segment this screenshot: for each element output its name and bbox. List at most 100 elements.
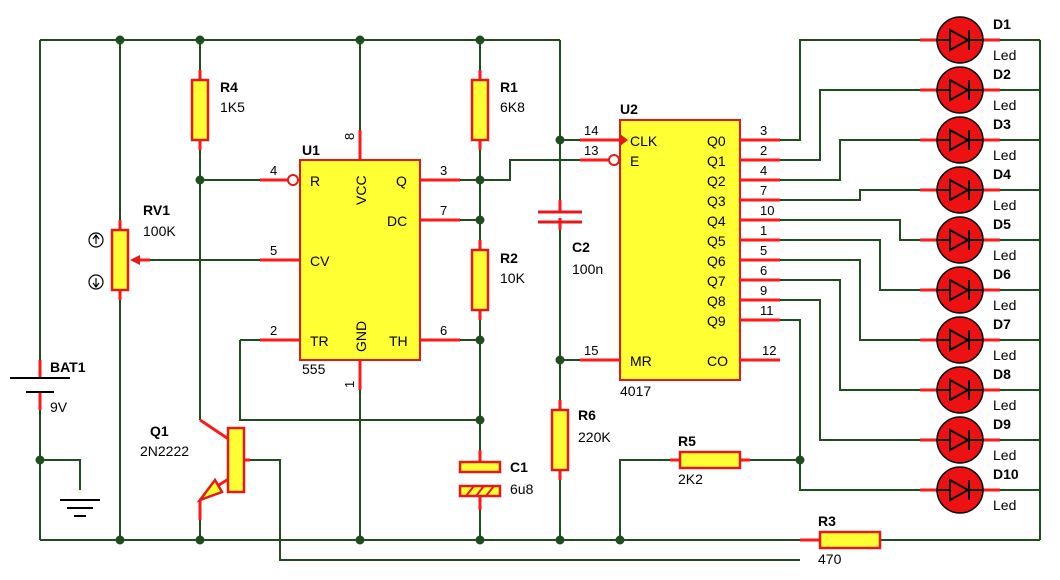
led-body (936, 166, 984, 214)
u2-pin-q5: Q5 (707, 233, 726, 249)
r4-ref: R4 (220, 79, 238, 95)
transistor-q1: Q1 2N2222 (140, 418, 250, 520)
u2-pinnum-q2: 4 (760, 163, 767, 178)
u2-pin-clk: CLK (630, 133, 658, 149)
u2-pin-mr: MR (630, 353, 652, 369)
led-body (936, 366, 984, 414)
led-body (936, 116, 984, 164)
led-value: Led (993, 147, 1016, 163)
u2-pin-e: E (630, 153, 639, 169)
led-ref: D9 (993, 416, 1011, 432)
u2-pinnum-q1: 2 (760, 143, 767, 158)
u2-pinnum-q9: 11 (760, 303, 774, 318)
led-body (936, 466, 984, 514)
rv1-value: 100K (143, 223, 176, 239)
u2-pinnum-q5: 1 (760, 223, 767, 238)
u2-output-leads (740, 138, 780, 322)
u1-pin-q: Q (396, 173, 407, 189)
q1-ref: Q1 (150, 423, 169, 439)
resistor-r3: R3 470 (800, 513, 882, 567)
junctions (35, 35, 805, 545)
led-ref: D8 (993, 366, 1011, 382)
u2-pinnum-q4: 10 (760, 203, 774, 218)
led-ref: D1 (993, 16, 1011, 32)
c1-ref: C1 (510, 459, 528, 475)
r2-value: 10K (500, 270, 526, 286)
u2-pinnum-q6: 5 (760, 243, 767, 258)
resistor-r5: R5 2K2 (670, 433, 750, 487)
u2-pin-co: CO (707, 353, 728, 369)
r6-ref: R6 (578, 407, 596, 423)
ground-icon (60, 499, 100, 517)
u2-pin-q0: Q0 (707, 133, 726, 149)
r4-value: 1K5 (220, 99, 245, 115)
u2-pinnum-q0: 3 (760, 123, 767, 138)
led-array: D1LedD2LedD3LedD4LedD5LedD6LedD7LedD8Led… (920, 16, 1019, 514)
led-body (936, 316, 984, 364)
r5-ref: R5 (678, 433, 696, 449)
led-value: Led (993, 347, 1016, 363)
led-ref: D3 (993, 116, 1011, 132)
resistor-r6: R6 220K (550, 400, 611, 480)
capacitor-c2: C2 100n (538, 200, 603, 277)
u2-pin-q9: Q9 (707, 313, 726, 329)
u1-pinnum-tr: 2 (270, 323, 277, 338)
u2-pin-q4: Q4 (707, 213, 726, 229)
u1-pin-th: TH (389, 333, 408, 349)
u1-pin-tr: TR (310, 333, 329, 349)
led-ref: D5 (993, 216, 1011, 232)
u1-pin-cv: CV (310, 253, 330, 269)
u2-pin-q6: Q6 (707, 253, 726, 269)
u1-pinnum-q: 3 (440, 163, 447, 178)
led-value: Led (993, 497, 1016, 513)
r2-ref: R2 (500, 250, 518, 266)
r5-value: 2K2 (678, 471, 703, 487)
u1-pin-dc: DC (387, 213, 407, 229)
u1-pin-gnd: GND (353, 321, 369, 352)
bat1-ref: BAT1 (50, 359, 86, 375)
r3-value: 470 (818, 551, 842, 567)
u1-pinnum-vcc: 8 (342, 133, 357, 140)
u1-pinnum-cv: 5 (270, 243, 277, 258)
r6-value: 220K (578, 429, 611, 445)
ic-u2-4017: U2 4017 CLK E MR 14 13 15 Q03Q12Q24Q37Q4… (580, 101, 780, 399)
u2-pin-q2: Q2 (707, 173, 726, 189)
u2-pinnum-mr: 15 (584, 343, 598, 358)
led-ref: D7 (993, 316, 1011, 332)
led-ref: D2 (993, 66, 1011, 82)
r1-ref: R1 (500, 79, 518, 95)
ic-u1-555: U1 555 R CV TR Q DC TH VCC GND 4 5 2 3 7… (260, 130, 460, 390)
led-ref: D10 (993, 466, 1019, 482)
u2-type: 4017 (620, 383, 651, 399)
u1-pin-vcc: VCC (353, 175, 369, 205)
c2-value: 100n (572, 261, 603, 277)
q1-value: 2N2222 (140, 443, 189, 459)
u2-pin-q3: Q3 (707, 193, 726, 209)
u1-type: 555 (302, 361, 326, 377)
u1-pin-r: R (310, 173, 320, 189)
wires (39, 39, 1041, 561)
led-ref: D6 (993, 266, 1011, 282)
resistor-r4: R4 1K5 (190, 70, 245, 150)
led-body (936, 266, 984, 314)
u1-pinnum-r: 4 (270, 163, 277, 178)
led-value: Led (993, 47, 1016, 63)
led-value: Led (993, 447, 1016, 463)
u2-pinnum-q8: 9 (760, 283, 767, 298)
bat1-value: 9V (50, 399, 68, 415)
battery-bat1: BAT1 9V (10, 359, 86, 415)
resistor-r2: R2 10K (470, 240, 526, 320)
c1-value: 6u8 (510, 481, 534, 497)
u2-pinnum-q3: 7 (760, 183, 767, 198)
led-ref: D4 (993, 166, 1011, 182)
